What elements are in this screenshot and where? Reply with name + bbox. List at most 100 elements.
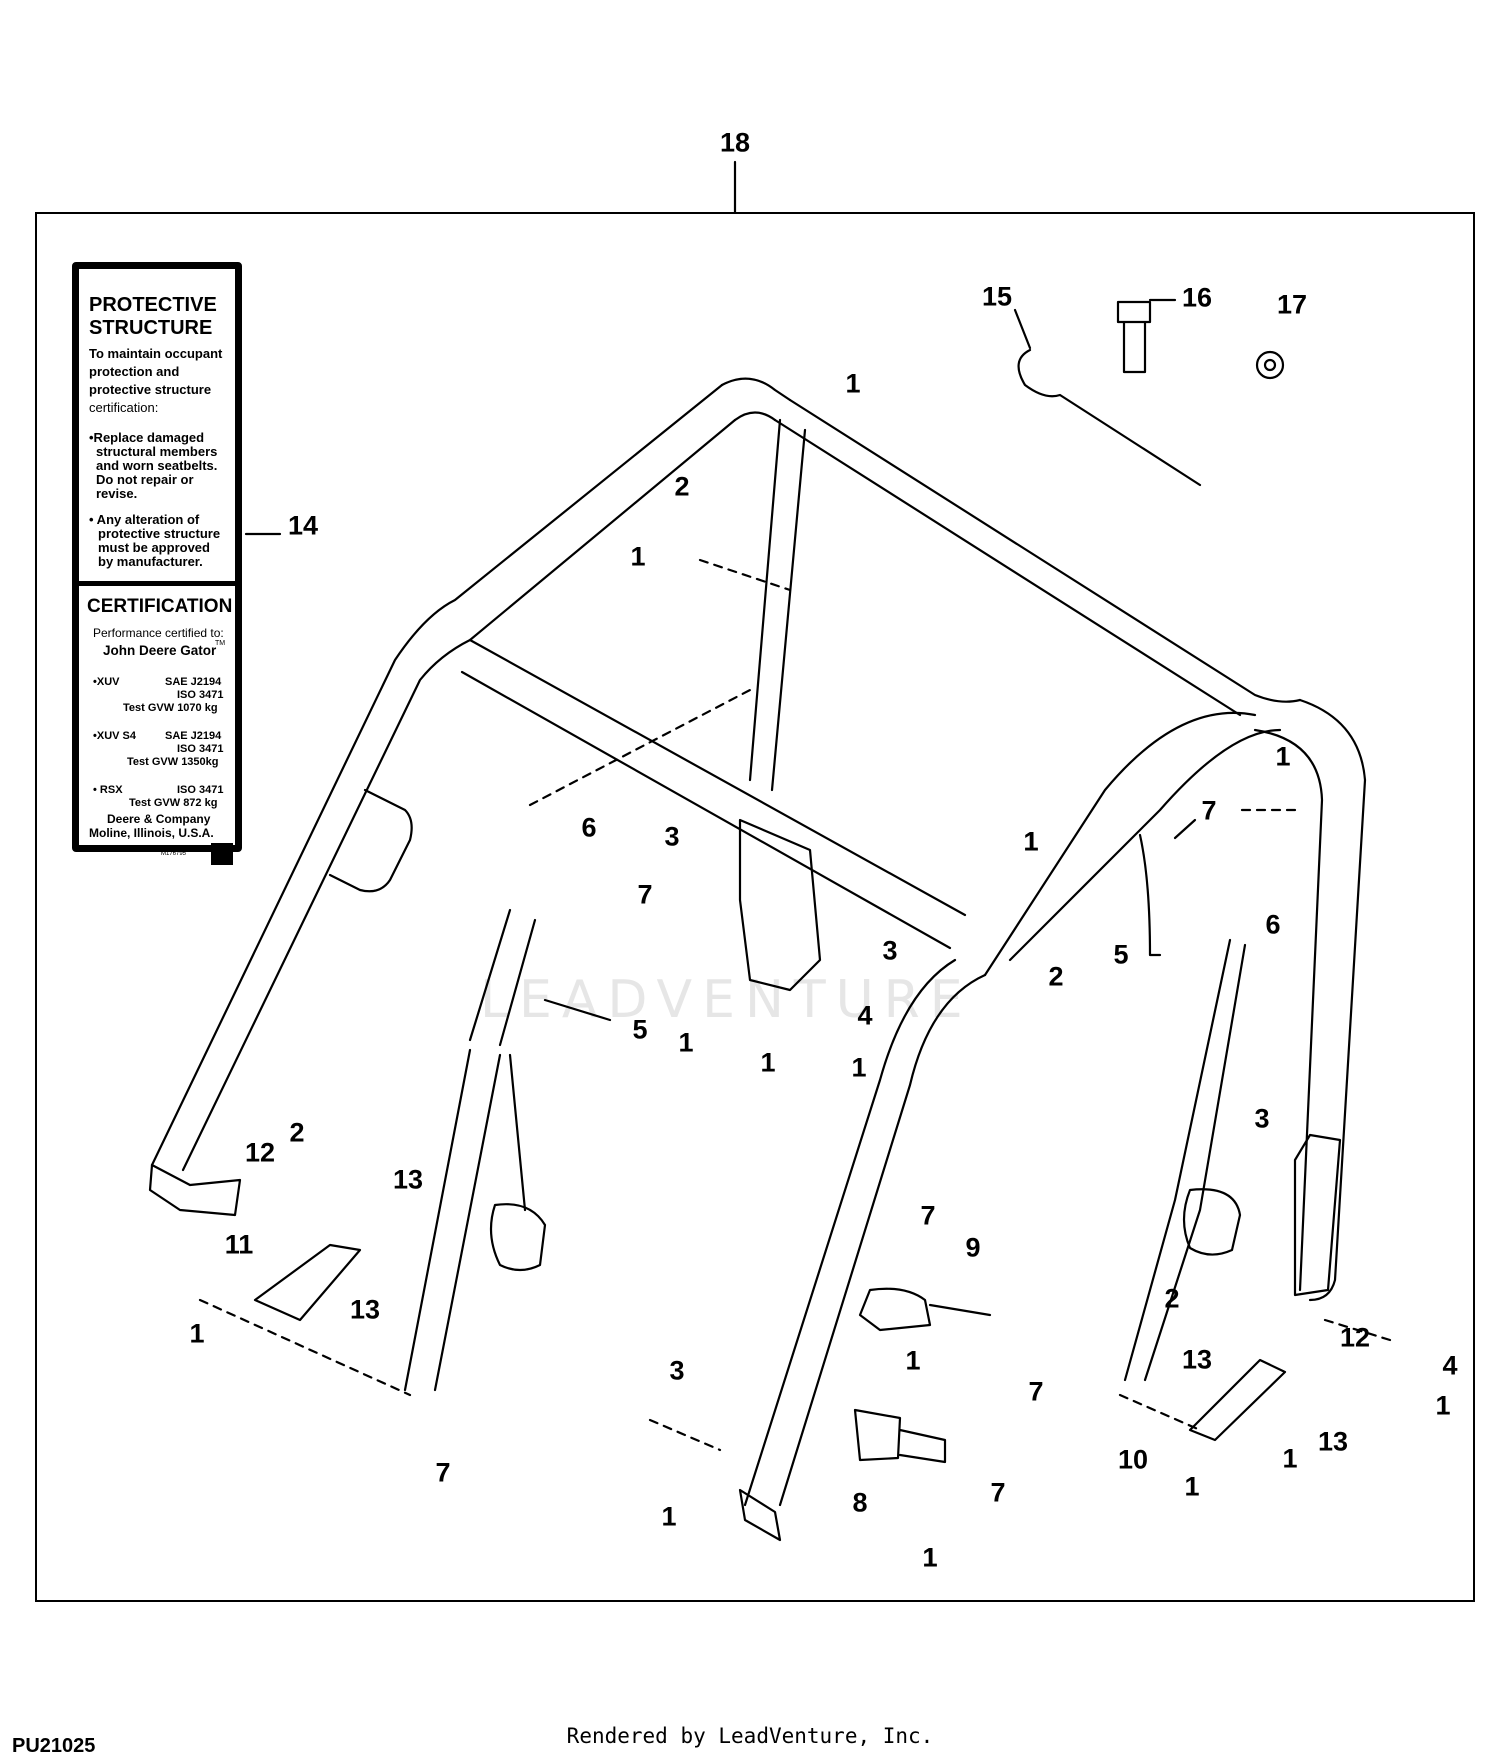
leader-15 — [1013, 308, 1032, 350]
decal-bullet1-3: and worn seatbelts. — [96, 458, 218, 473]
callout-7: 7 — [990, 1477, 1006, 1508]
leader-7 — [1173, 818, 1197, 840]
callout-10: 10 — [1117, 1444, 1149, 1475]
callout-1: 1 — [760, 1047, 776, 1078]
decal-bullet2-1: • Any alteration of — [89, 512, 200, 527]
decal-xuvs4-gvw: Test GVW 1350kg — [127, 756, 219, 768]
decal-intro-4: certification: — [89, 400, 159, 415]
callout-7: 7 — [920, 1200, 936, 1231]
washer-17 — [1255, 350, 1285, 380]
callout-7: 7 — [1028, 1376, 1044, 1407]
bolt-16 — [1116, 300, 1152, 374]
watermark: LEADVENTURE — [480, 970, 973, 1030]
rear-left-post-inner — [181, 418, 737, 1172]
cross-bar-top — [468, 638, 967, 917]
callout-1: 1 — [922, 1542, 938, 1573]
decal-cert-line2: John Deere Gator — [103, 643, 217, 658]
decal-cert-title: CERTIFICATION — [87, 596, 233, 617]
callout-6: 6 — [1265, 909, 1281, 940]
callout-1: 1 — [905, 1345, 921, 1376]
decal-bullet1-4: Do not repair or — [96, 472, 194, 487]
front-left-post — [743, 958, 957, 1507]
grab-handle — [328, 788, 413, 893]
callout-8: 8 — [852, 1487, 868, 1518]
decal-xuvs4-label: •XUV S4 — [93, 730, 136, 742]
buckle-9 — [858, 1287, 992, 1332]
callout-2: 2 — [289, 1117, 305, 1148]
left-belt-lower — [403, 1048, 502, 1392]
decal-xuv-std1: SAE J2194 — [165, 676, 222, 688]
callout-15: 15 — [981, 281, 1013, 312]
callout-5: 5 — [1113, 939, 1129, 970]
decal-black-square — [211, 843, 233, 865]
right-top-rail-inner — [773, 418, 1242, 717]
callout-1: 1 — [1184, 1471, 1200, 1502]
left-belt-lower-strap — [508, 1053, 527, 1212]
decal-xuvs4-std2: ISO 3471 — [177, 743, 224, 755]
decal-intro-2: protection and — [89, 364, 180, 379]
front-hoop-inner — [1253, 728, 1324, 1292]
decal-tm: TM — [215, 640, 226, 647]
front-hoop-outer — [1298, 698, 1367, 1302]
decal-cert-line1: Performance certified to: — [93, 626, 224, 640]
callout-16: 16 — [1181, 282, 1213, 313]
decal-maker-2: Moline, Illinois, U.S.A. — [89, 826, 214, 840]
decal-title-1: PROTECTIVE — [89, 294, 217, 316]
callout-13: 13 — [1317, 1426, 1349, 1457]
callout-4: 4 — [1442, 1350, 1458, 1381]
right-belt-upper — [1123, 938, 1232, 1382]
buckle-8 — [853, 1408, 947, 1464]
callout-4: 4 — [857, 1000, 873, 1031]
leader-5-center — [543, 998, 612, 1022]
callout-2: 2 — [1048, 961, 1064, 992]
callout-1: 1 — [1023, 826, 1039, 857]
callout-3: 3 — [882, 935, 898, 966]
rops-warning-decal: PROTECTIVE STRUCTURE To maintain occupan… — [72, 262, 242, 865]
footer-credit: Rendered by LeadVenture, Inc. — [566, 1724, 934, 1748]
cross-bar-bottom — [460, 670, 952, 950]
rear-left-post — [150, 383, 724, 1167]
decal-rsx-label: • RSX — [93, 784, 123, 796]
decal-rsx-gvw: Test GVW 872 kg — [129, 797, 218, 809]
callout-1: 1 — [661, 1501, 677, 1532]
callout-1: 1 — [845, 368, 861, 399]
washer-17-hole — [1263, 358, 1277, 372]
decal-bullet1-1: •Replace damaged — [89, 430, 205, 445]
rear-top-bend — [720, 377, 792, 402]
callout-14: 14 — [287, 510, 319, 541]
decal-bullet1-2: structural members — [96, 444, 218, 459]
bracket-10 — [1188, 1358, 1287, 1442]
callout-1: 1 — [851, 1052, 867, 1083]
callout-12: 12 — [1339, 1322, 1371, 1353]
bracket-11 — [253, 1243, 362, 1322]
callout-9: 9 — [965, 1232, 981, 1263]
rear-top-bend-inner — [733, 411, 777, 422]
callout-2: 2 — [1164, 1283, 1180, 1314]
callout-3: 3 — [1254, 1103, 1270, 1134]
front-base-bracket — [738, 1488, 782, 1542]
callout-1: 1 — [1435, 1390, 1451, 1421]
decal-xuvs4-std1: SAE J2194 — [165, 730, 222, 742]
callout-6: 6 — [581, 812, 597, 843]
callout-5: 5 — [632, 1014, 648, 1045]
decal-bullet2-4: by manufacturer. — [98, 554, 203, 569]
left-belt-upper — [468, 908, 537, 1047]
decal-xuv-label: •XUV — [93, 676, 120, 688]
callout-12: 12 — [244, 1137, 276, 1168]
callout-7: 7 — [435, 1457, 451, 1488]
callout-7: 7 — [1201, 795, 1217, 826]
callout-1: 1 — [1023, 826, 1039, 857]
decal-xuv-gvw: Test GVW 1070 kg — [123, 702, 218, 714]
decal-part-code: M176795 — [161, 851, 187, 857]
front-arc — [983, 711, 1257, 977]
callout-1: 1 — [922, 1542, 938, 1573]
front-left-post-inner — [778, 973, 987, 1507]
callout-7: 7 — [637, 879, 653, 910]
right-belt-retractor — [1182, 1188, 1242, 1256]
decal-xuv-std2: ISO 3471 — [177, 689, 224, 701]
callout-3: 3 — [669, 1355, 685, 1386]
callout-3: 3 — [664, 821, 680, 852]
decal-maker-1: Deere & Company — [107, 812, 211, 826]
callout-13: 13 — [392, 1164, 424, 1195]
